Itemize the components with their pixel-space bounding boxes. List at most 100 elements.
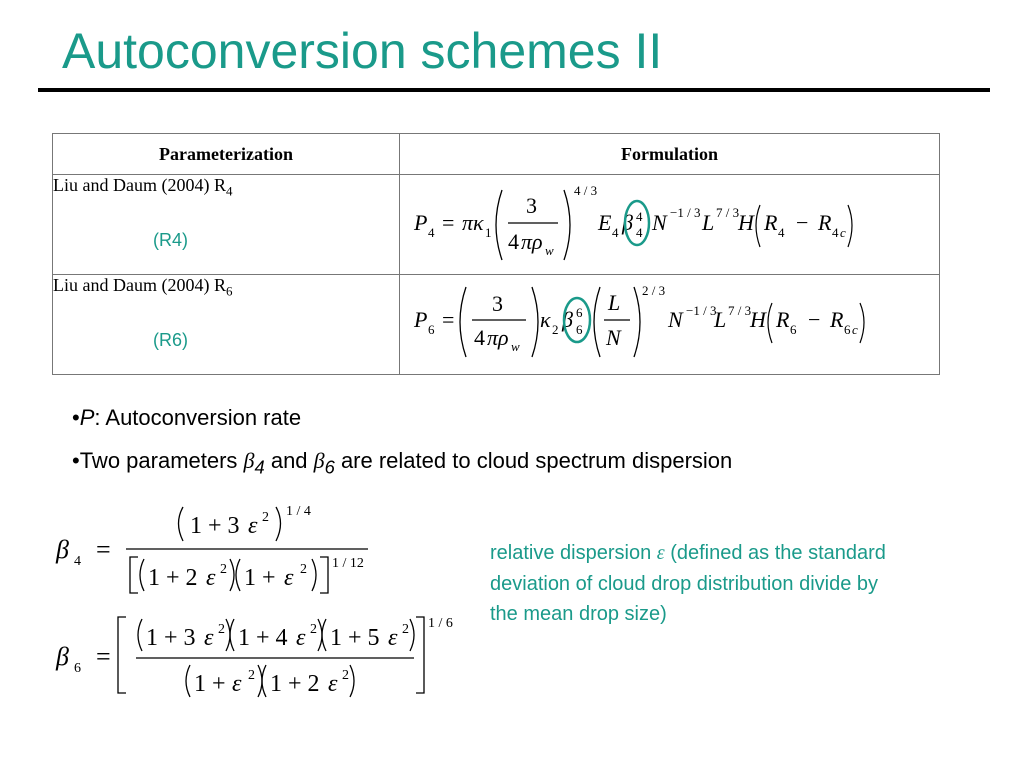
svg-text:E: E	[597, 210, 612, 235]
svg-text:L: L	[701, 210, 714, 235]
svg-text:−: −	[808, 307, 820, 332]
row-r6-name-cell: Liu and Daum (2004) R6 (R6)	[52, 274, 400, 375]
svg-text:ε: ε	[296, 625, 306, 651]
svg-text:−1 / 3: −1 / 3	[686, 303, 716, 318]
row-r6-tag: (R6)	[153, 330, 188, 350]
svg-text:ε: ε	[232, 671, 242, 697]
svg-text:ε: ε	[388, 625, 398, 651]
svg-text:2: 2	[342, 668, 349, 683]
dispersion-note: relative dispersion ε (defined as the st…	[490, 542, 886, 625]
svg-text:β: β	[55, 642, 69, 671]
svg-text:−1 / 3: −1 / 3	[670, 205, 700, 220]
svg-text:2: 2	[310, 622, 317, 637]
svg-text:2: 2	[300, 562, 307, 577]
svg-text:ε: ε	[206, 565, 216, 591]
svg-text:6: 6	[428, 322, 435, 337]
svg-text:=: =	[96, 535, 111, 564]
row-r4-name-cell: Liu and Daum (2004) R4 (R4)	[52, 174, 400, 275]
svg-text:1 / 4: 1 / 4	[286, 504, 311, 519]
svg-text:1 + 5: 1 + 5	[330, 625, 380, 651]
svg-text:ε: ε	[204, 625, 214, 651]
svg-text:ε: ε	[328, 671, 338, 697]
svg-text:2: 2	[218, 622, 225, 637]
row-r6-name: Liu and Daum (2004) R6	[53, 275, 233, 299]
svg-text:πρ: πρ	[487, 325, 509, 350]
header-parameterization: Parameterization	[52, 133, 400, 175]
svg-text:N: N	[651, 210, 668, 235]
svg-text:1 + 3: 1 + 3	[190, 513, 240, 539]
svg-text:4: 4	[74, 554, 81, 569]
svg-text:L: L	[607, 290, 620, 315]
svg-text:4: 4	[636, 225, 643, 240]
svg-text:3: 3	[526, 193, 537, 218]
row-r4-name: Liu and Daum (2004) R4	[53, 175, 233, 199]
svg-text:3: 3	[492, 291, 503, 316]
svg-text:1 + 2: 1 + 2	[148, 565, 198, 591]
svg-text:4 / 3: 4 / 3	[574, 183, 597, 198]
svg-text:P: P	[413, 307, 427, 332]
svg-text:c: c	[852, 322, 858, 337]
svg-text:R: R	[829, 307, 844, 332]
svg-text:4: 4	[636, 209, 643, 224]
svg-text:R: R	[763, 210, 778, 235]
svg-text:2: 2	[402, 622, 409, 637]
svg-text:1 + 3: 1 + 3	[146, 625, 196, 651]
svg-text:κ: κ	[540, 307, 551, 332]
svg-text:7 / 3: 7 / 3	[728, 303, 751, 318]
title-underline	[38, 88, 990, 92]
svg-text:2: 2	[552, 322, 559, 337]
svg-text:H: H	[737, 210, 755, 235]
svg-text:β: β	[621, 210, 633, 235]
bullet-list: •P: Autoconversion rate •Two parameters …	[72, 405, 732, 495]
svg-text:6: 6	[844, 322, 851, 337]
svg-text:ε: ε	[284, 565, 294, 591]
svg-text:1: 1	[485, 225, 492, 240]
svg-text:ε: ε	[248, 513, 258, 539]
svg-text:πρ: πρ	[521, 229, 543, 254]
svg-text:2 / 3: 2 / 3	[642, 283, 665, 298]
svg-text:2: 2	[262, 510, 269, 525]
svg-text:4: 4	[612, 225, 619, 240]
svg-text:6: 6	[576, 305, 583, 320]
svg-text:H: H	[749, 307, 767, 332]
svg-text:=: =	[442, 307, 454, 332]
row-r4-tag: (R4)	[153, 230, 188, 250]
svg-text:w: w	[545, 243, 554, 258]
svg-text:−: −	[796, 210, 808, 235]
svg-text:4: 4	[428, 225, 435, 240]
svg-text:=: =	[96, 642, 111, 671]
table-header-row: Parameterization Formulation	[52, 133, 940, 175]
svg-text:R: R	[817, 210, 832, 235]
svg-text:1 + 4: 1 + 4	[238, 625, 288, 651]
slide-title: Autoconversion schemes II	[62, 23, 663, 79]
svg-text:1 / 6: 1 / 6	[428, 616, 453, 631]
svg-text:N: N	[667, 307, 684, 332]
svg-text:7 / 3: 7 / 3	[716, 205, 739, 220]
beta4-highlight-ring	[623, 199, 651, 247]
svg-text:L: L	[713, 307, 726, 332]
header-formulation: Formulation	[399, 133, 940, 175]
svg-text:1 / 12: 1 / 12	[332, 556, 364, 571]
svg-text:6: 6	[790, 322, 797, 337]
svg-text:6: 6	[576, 322, 583, 337]
svg-text:R: R	[775, 307, 790, 332]
svg-text:2: 2	[220, 562, 227, 577]
beta6-highlight-ring	[562, 296, 592, 344]
svg-text:4: 4	[474, 325, 485, 350]
bullet-autoconversion-rate: •P: Autoconversion rate	[72, 405, 302, 430]
svg-text:2: 2	[248, 668, 255, 683]
svg-text:1 +: 1 +	[194, 671, 226, 697]
svg-text:β: β	[55, 535, 69, 564]
svg-text:1 + 2: 1 + 2	[270, 671, 320, 697]
svg-text:6: 6	[74, 661, 81, 676]
svg-text:N: N	[605, 325, 622, 350]
